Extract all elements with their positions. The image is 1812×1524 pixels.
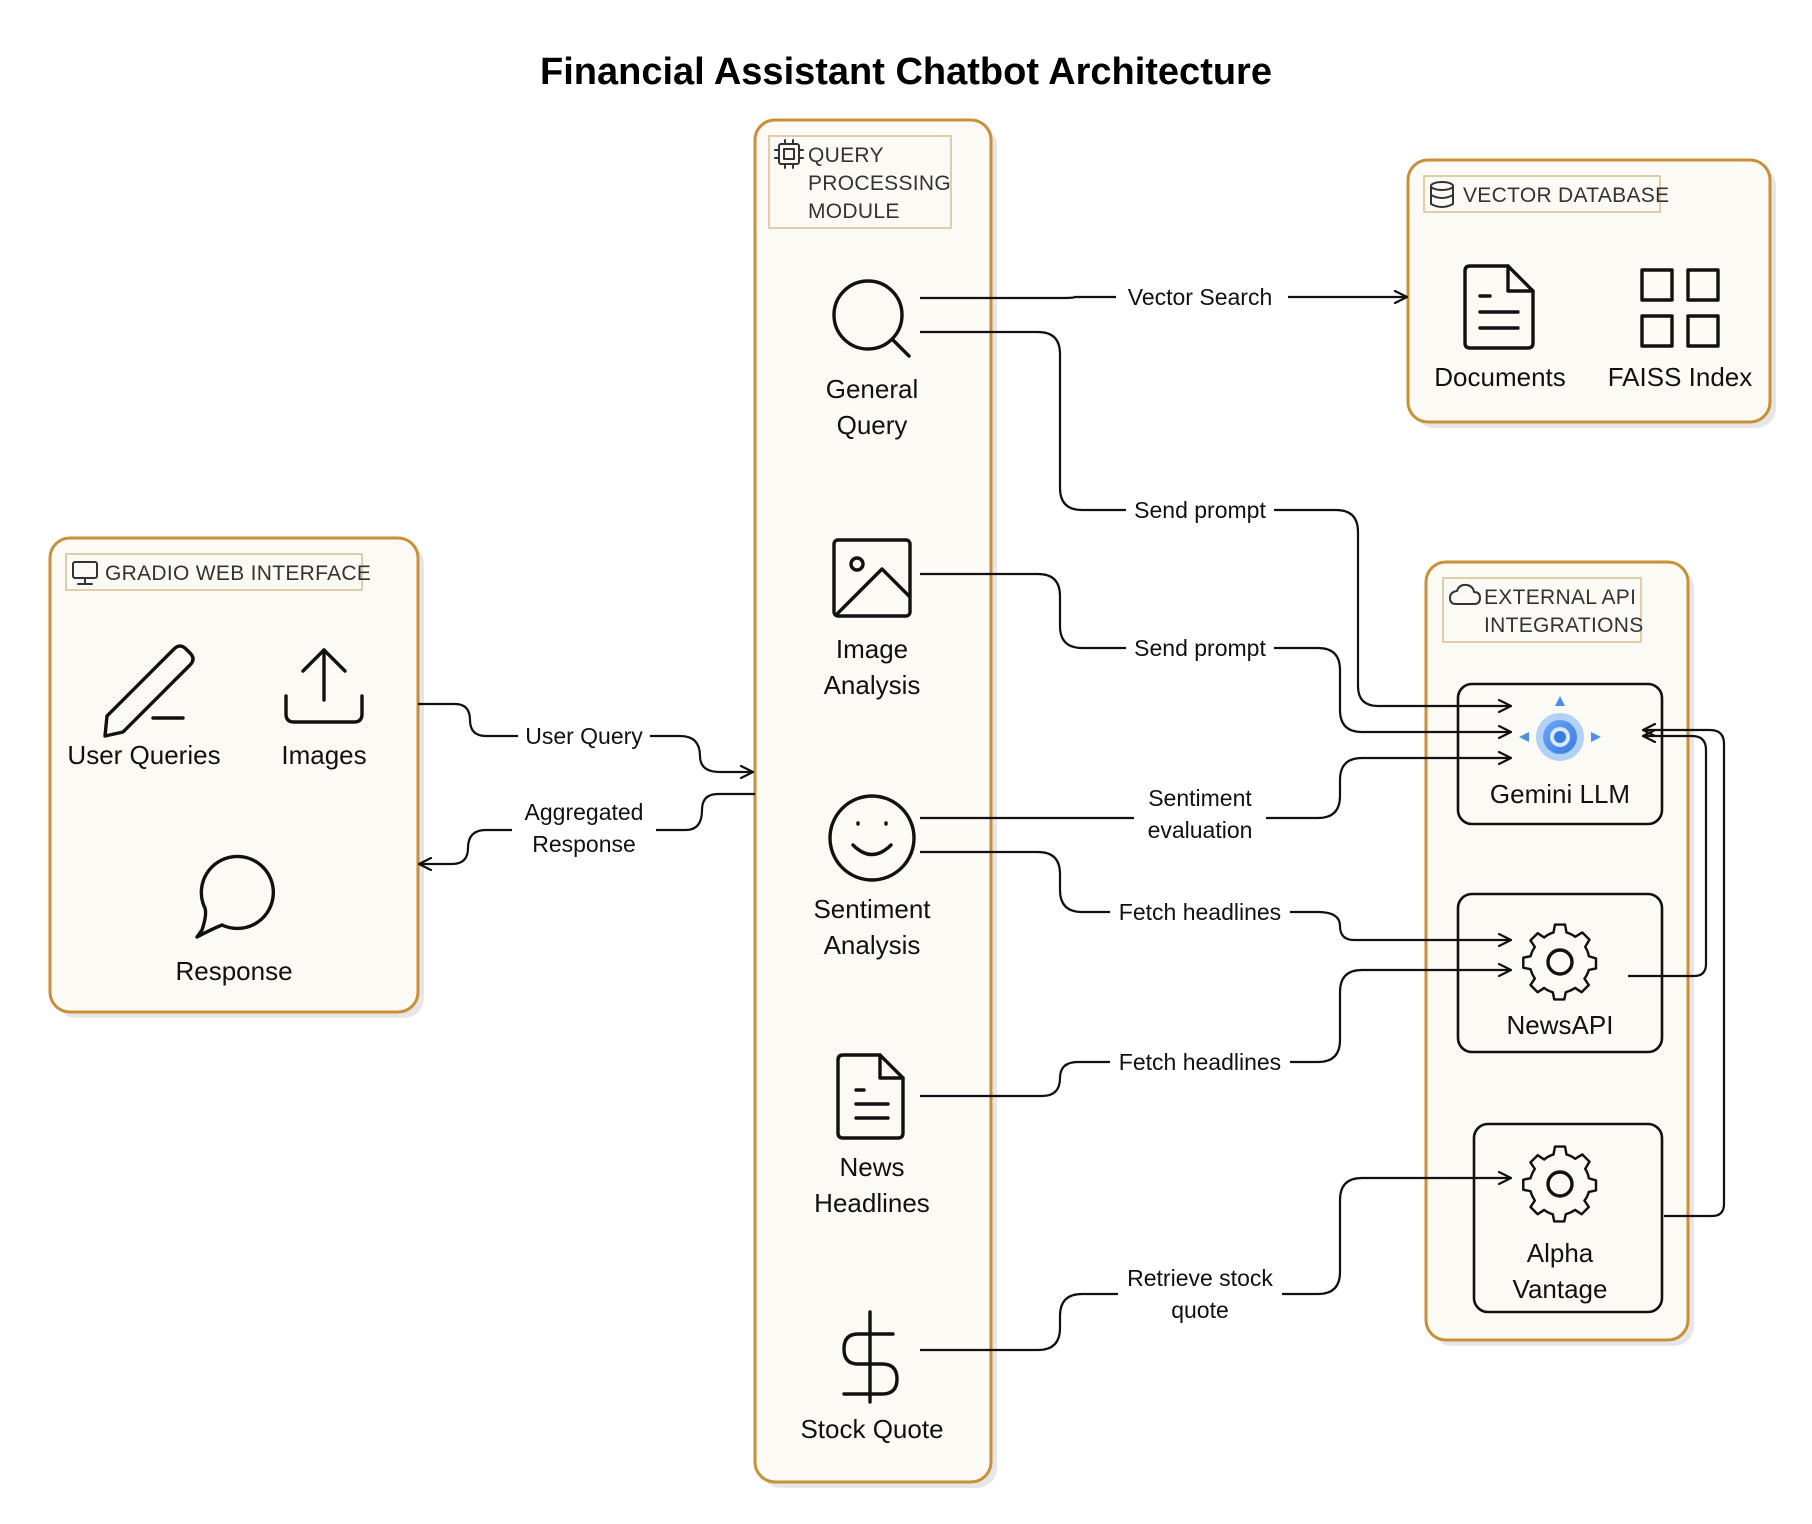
sentiment-analysis-label-2: Analysis	[824, 930, 921, 960]
edge-label-send-prompt-image: Send prompt	[1134, 635, 1266, 661]
document-icon	[1463, 264, 1535, 350]
edge-user-query: User Query	[418, 702, 752, 772]
stock-quote-label: Stock Quote	[800, 1414, 943, 1444]
edge-sentiment-evaluation: Sentiment evaluation	[920, 758, 1510, 848]
edge-label-aggregated-1: Aggregated	[525, 799, 644, 825]
documents-label: Documents	[1434, 362, 1566, 392]
database-icon	[1430, 181, 1454, 208]
edge-label-retrieve-stock-2: quote	[1171, 1297, 1229, 1323]
gradio-web-interface-group: GRADIO WEB INTERFACE User Queries Images…	[48, 536, 424, 1018]
images-node[interactable]: Images	[281, 648, 367, 770]
edge-alpha-vantage-to-gemini	[1644, 730, 1726, 1218]
gradio-group-label: GRADIO WEB INTERFACE	[105, 562, 371, 585]
sentiment-analysis-node[interactable]: Sentiment Analysis	[813, 794, 931, 960]
general-query-node[interactable]: General Query	[826, 279, 919, 440]
edge-aggregated-response: Aggregated Response	[420, 792, 755, 864]
image-analysis-node[interactable]: Image Analysis	[824, 538, 921, 700]
response-node[interactable]: Response	[175, 854, 293, 986]
image-analysis-label-1: Image	[836, 634, 908, 664]
cpu-chip-icon	[774, 139, 804, 169]
edge-newsapi-to-gemini	[1628, 736, 1708, 978]
alpha-vantage-label-1: Alpha	[1527, 1238, 1594, 1268]
edge-label-user-query: User Query	[525, 723, 643, 749]
smiley-icon	[828, 794, 916, 882]
gear-icon	[1522, 1145, 1598, 1223]
edge-label-send-prompt-general: Send prompt	[1134, 497, 1266, 523]
query-group-label-line2: PROCESSING	[808, 172, 951, 195]
vector-group-label: VECTOR DATABASE	[1463, 184, 1669, 207]
images-label: Images	[281, 740, 366, 770]
edge-label-aggregated-2: Response	[532, 831, 636, 857]
query-group-label-line1: QUERY	[808, 144, 884, 167]
general-query-label-1: General	[826, 374, 919, 404]
cloud-icon	[1449, 583, 1481, 605]
edge-fetch-headlines-sentiment: Fetch headlines	[920, 850, 1510, 940]
general-query-label-2: Query	[837, 410, 908, 440]
document-icon	[836, 1053, 905, 1140]
magnifier-icon	[832, 279, 911, 358]
alpha-vantage-label-2: Vantage	[1513, 1274, 1608, 1304]
pencil-icon	[103, 644, 195, 738]
upload-icon	[284, 648, 364, 724]
speech-bubble-icon	[195, 854, 275, 939]
external-group-label-line2: INTEGRATIONS	[1484, 614, 1644, 637]
vector-database-group: VECTOR DATABASE Documents FAISS Index	[1406, 158, 1776, 428]
grid-icon	[1640, 268, 1720, 348]
newsapi-node[interactable]: NewsAPI	[1456, 892, 1664, 1054]
edge-label-sentiment-1: Sentiment	[1148, 785, 1252, 811]
edge-label-fetch-headlines-1: Fetch headlines	[1119, 899, 1281, 925]
news-headlines-label-2: Headlines	[814, 1188, 930, 1218]
gemini-llm-label: Gemini LLM	[1490, 779, 1630, 809]
dollar-icon	[842, 1310, 899, 1404]
user-queries-node[interactable]: User Queries	[67, 644, 221, 770]
edge-fetch-headlines-news: Fetch headlines	[920, 970, 1510, 1098]
edge-vector-search: Vector Search	[920, 279, 1406, 315]
response-label: Response	[175, 956, 292, 986]
query-processing-module-group: QUERY PROCESSING MODULE General Query Im…	[753, 118, 997, 1488]
edge-send-prompt-image: Send prompt	[920, 572, 1510, 732]
sentiment-analysis-label-1: Sentiment	[813, 894, 931, 924]
edge-label-sentiment-2: evaluation	[1148, 817, 1253, 843]
gear-icon	[1522, 923, 1598, 1001]
edge-send-prompt-general: Send prompt	[920, 330, 1510, 706]
external-group-label-line1: EXTERNAL API	[1484, 586, 1636, 609]
diagram-title: Financial Assistant Chatbot Architecture	[540, 51, 1272, 93]
newsapi-label: NewsAPI	[1507, 1010, 1614, 1040]
news-headlines-label-1: News	[839, 1152, 904, 1182]
alpha-vantage-node[interactable]: Alpha Vantage	[1472, 1122, 1664, 1314]
faiss-index-label: FAISS Index	[1608, 362, 1753, 392]
documents-node[interactable]: Documents	[1434, 264, 1566, 392]
user-queries-label: User Queries	[67, 740, 220, 770]
edge-label-retrieve-stock-1: Retrieve stock	[1127, 1265, 1273, 1291]
monitor-icon	[72, 561, 98, 585]
faiss-index-node[interactable]: FAISS Index	[1608, 268, 1753, 392]
image-icon	[832, 538, 912, 618]
external-api-group: EXTERNAL API INTEGRATIONS Gemini LLM	[1424, 560, 1694, 1346]
query-group-label-line3: MODULE	[808, 200, 900, 223]
edge-label-fetch-headlines-2: Fetch headlines	[1119, 1049, 1281, 1075]
image-analysis-label-2: Analysis	[824, 670, 921, 700]
edge-retrieve-stock-quote: Retrieve stock quote	[920, 1178, 1510, 1352]
stock-quote-node[interactable]: Stock Quote	[800, 1310, 944, 1444]
gemini-icon	[1519, 696, 1601, 761]
gemini-llm-node[interactable]: Gemini LLM	[1456, 682, 1664, 826]
edge-label-vector-search: Vector Search	[1128, 284, 1272, 310]
news-headlines-node[interactable]: News Headlines	[814, 1053, 930, 1218]
